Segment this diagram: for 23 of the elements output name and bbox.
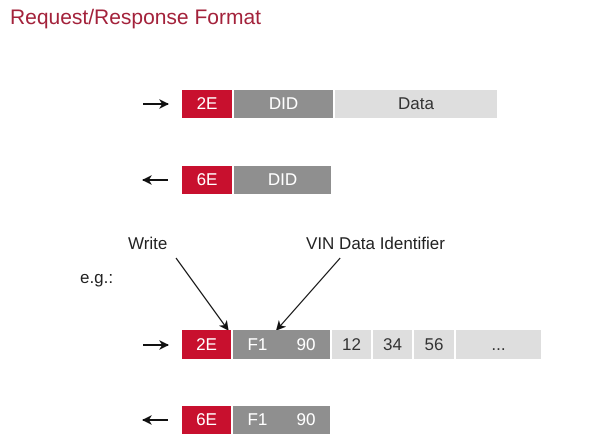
- identifier-field: [233, 330, 330, 359]
- leader-line: [276, 258, 341, 331]
- command-byte: 6E: [182, 406, 231, 434]
- example-label: e.g.:: [80, 268, 114, 288]
- data-field: ...: [456, 330, 541, 359]
- identifier-field: [233, 406, 330, 434]
- command-byte: 6E: [182, 166, 232, 194]
- data-field: 12: [332, 330, 371, 359]
- command-byte: 2E: [182, 330, 231, 359]
- command-byte: 2E: [182, 90, 232, 118]
- title: Request/Response Format: [10, 6, 261, 30]
- identifier-field: DID: [234, 166, 331, 194]
- byte-value: F1: [248, 410, 268, 430]
- leader-line: [176, 258, 229, 331]
- data-field: 56: [414, 330, 454, 359]
- callout-text: Write: [128, 232, 208, 256]
- byte-value: F1: [248, 334, 268, 354]
- byte-value: 90: [296, 410, 316, 430]
- identifier-field: DID: [234, 90, 333, 118]
- data-field: Data: [335, 90, 497, 118]
- callout-text: VIN Data Identifier: [306, 232, 496, 256]
- byte-value: 90: [296, 334, 316, 354]
- data-field: 34: [373, 330, 412, 359]
